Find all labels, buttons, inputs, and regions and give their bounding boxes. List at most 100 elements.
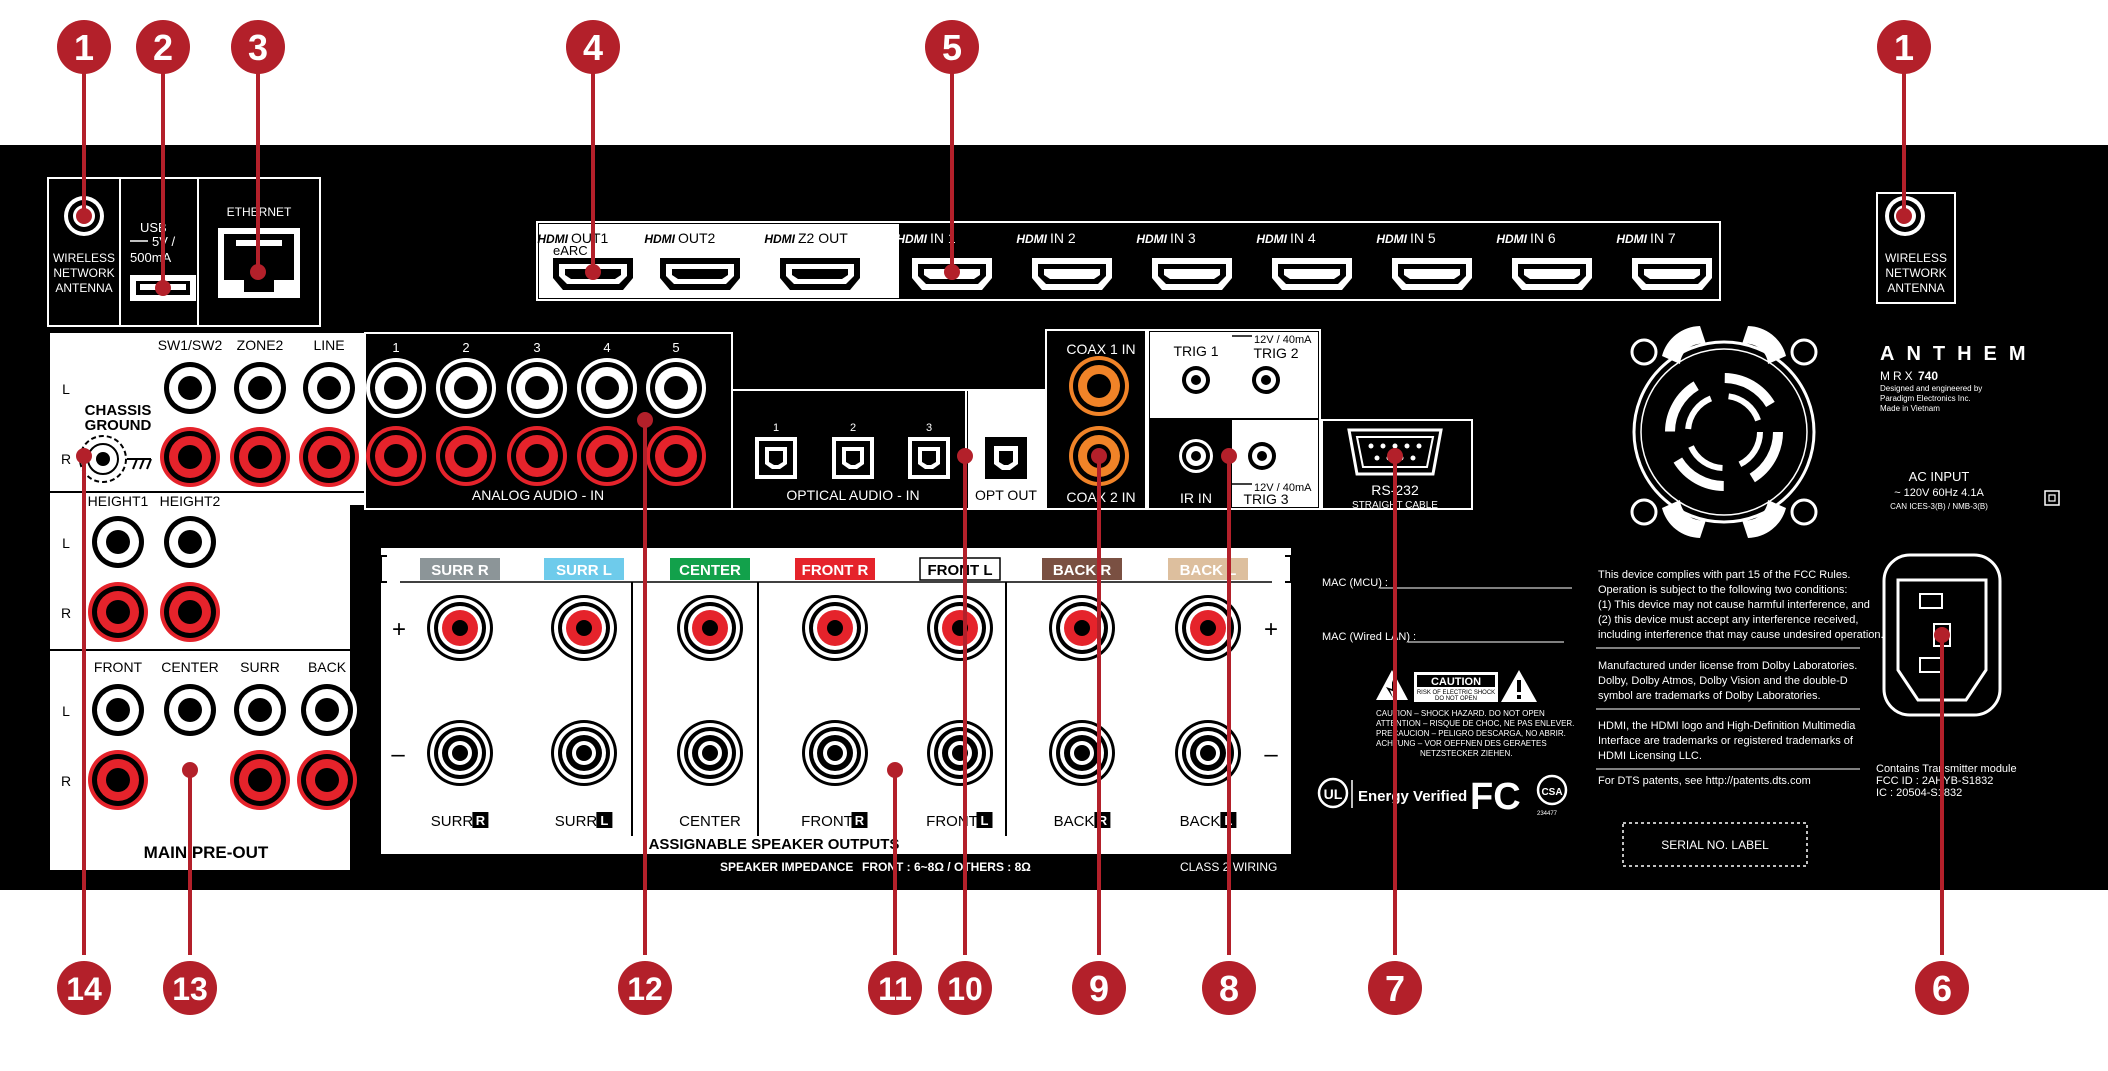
- callout-badge-7: 7: [1368, 961, 1422, 1015]
- speaker-header-1: SURR R: [420, 558, 500, 580]
- ac-input-ces: CAN ICES-3(B) / NMB-3(B): [1890, 502, 1988, 511]
- coax1-label: COAX 1 IN: [1066, 341, 1135, 357]
- speaker-header-label: SURR R: [431, 562, 489, 579]
- hdmi-logo-text: HDMI: [764, 232, 795, 246]
- hdmi-notice-line-1: HDMI, the HDMI logo and High-Definition …: [1598, 720, 1856, 732]
- caution-sub-1: RISK OF ELECTRIC SHOCK: [1417, 690, 1495, 696]
- hdmi-connector: [1392, 258, 1472, 290]
- transmitter-line-3: IC : 20504-S1832: [1876, 787, 1962, 799]
- fan-vent-icon: [1630, 326, 1818, 538]
- speaker-channel-name: SURR: [555, 813, 598, 830]
- serial-label-box: [1622, 822, 1808, 867]
- callout-badge-6: 6: [1915, 961, 1969, 1015]
- hdmi-logo-text: HDMI: [896, 232, 927, 246]
- csa-logo-icon: [1536, 774, 1568, 806]
- optical-in-number: 2: [850, 422, 856, 434]
- ac-input-spec: ~ 120V 60Hz 4.1A: [1894, 487, 1984, 499]
- ac-input-title: AC INPUT: [1909, 469, 1970, 484]
- height-row-r: R: [61, 605, 71, 621]
- svg-text:8: 8: [1219, 968, 1239, 1009]
- trig1-label: TRIG 1: [1173, 343, 1218, 359]
- callout-badge-12: 12: [618, 961, 672, 1015]
- analog-in-number: 1: [392, 340, 399, 355]
- trig-spec-top: 12V / 40mA: [1254, 334, 1312, 346]
- caution-line-5: NETZSTECKER ZIEHEN.: [1420, 749, 1512, 758]
- caution-line-4: ACHTUNG – VOR OEFFNEN DES GERAETES: [1376, 739, 1547, 748]
- caution-sub-2: DO NOT OPEN: [1435, 696, 1477, 702]
- csa-logo-text: CSA: [1541, 787, 1562, 798]
- callout-badge-1a: 1: [57, 20, 111, 74]
- hdmi-logo-text: HDMI: [1616, 232, 1647, 246]
- speaker-post-plus-2: [551, 595, 617, 661]
- hdmi-logo-text: HDMI: [1496, 232, 1527, 246]
- coax1-jack: [1069, 356, 1129, 416]
- dolby-line-2: Dolby, Dolby Atmos, Dolby Vision and the…: [1598, 675, 1848, 687]
- ul-logo-icon: [1317, 777, 1349, 809]
- dolby-line-1: Manufactured under license from Dolby La…: [1598, 660, 1857, 672]
- speaker-side-badge: [976, 812, 993, 828]
- hdmi-connector: [1512, 258, 1592, 290]
- hdmi-connector: [1032, 258, 1112, 290]
- height2-r-jack: [160, 582, 220, 642]
- hdmi-logo-text: HDMI: [1016, 232, 1047, 246]
- double-insulation-icon: [2044, 490, 2060, 506]
- callout-badge-8: 8: [1202, 961, 1256, 1015]
- analog-in-l-jack-2: [436, 358, 496, 418]
- speaker-header-label: FRONT L: [928, 562, 993, 579]
- callout-badge-11: 11: [868, 961, 922, 1015]
- speaker-channel-name: FRONT: [926, 813, 978, 830]
- rs232-port: [1347, 428, 1443, 476]
- callout-badge-4: 4: [566, 20, 620, 74]
- callout-badge-10: 10: [938, 961, 992, 1015]
- speaker-post-minus-5: [927, 720, 993, 786]
- speaker-side-badge: [472, 812, 489, 828]
- hdmi-logo-text: HDMI: [1136, 232, 1167, 246]
- hdmi-notice-line-3: HDMI Licensing LLC.: [1598, 750, 1702, 762]
- caution-line-1: CAUTION – SHOCK HAZARD. DO NOT OPEN: [1376, 709, 1545, 718]
- sub-col-label-1: SW1/SW2: [158, 337, 223, 353]
- speaker-post-minus-3: [677, 720, 743, 786]
- plus-right: +: [1264, 616, 1278, 643]
- hdmi-port-label: IN 2: [1050, 230, 1076, 246]
- speaker-post-plus-4: [802, 595, 868, 661]
- callout-leaders: [76, 70, 1950, 955]
- zone2-r-jack: [230, 427, 290, 487]
- height-row-l: L: [62, 535, 70, 551]
- speaker-channel-name: BACK: [1054, 813, 1095, 830]
- sub-col-label-3: LINE: [313, 337, 344, 353]
- antenna-left-line1: WIRELESS: [53, 251, 115, 265]
- speaker-side-letter: R: [855, 813, 865, 828]
- designed-line-3: Made in Vietnam: [1880, 404, 1940, 413]
- speaker-header-3: CENTER: [670, 558, 750, 580]
- speaker-post-minus-6: [1049, 720, 1115, 786]
- optical-in-port-1: [755, 437, 797, 479]
- serial-label-text: SERIAL NO. LABEL: [1661, 838, 1769, 852]
- speaker-channel-name: SURR: [431, 813, 474, 830]
- antenna-left-line2: NETWORK: [53, 266, 114, 280]
- svg-text:4: 4: [583, 27, 603, 68]
- hdmi-connector: [780, 258, 860, 290]
- speaker-panel: [381, 548, 1291, 854]
- svg-text:2: 2: [153, 27, 173, 68]
- sub-row-l: L: [62, 381, 70, 397]
- speaker-header-7: BACK L: [1168, 558, 1248, 580]
- optical-in-title: OPTICAL AUDIO - IN: [786, 487, 919, 503]
- analog-in-r-jack-1: [366, 426, 426, 486]
- fcc-line-1: This device complies with part 15 of the…: [1598, 569, 1851, 581]
- svg-text:7: 7: [1385, 968, 1405, 1009]
- caution-block: CAUTION RISK OF ELECTRIC SHOCK DO NOT OP…: [1376, 670, 1574, 758]
- fcc-line-4: (2) this device must accept any interfer…: [1598, 614, 1858, 626]
- caution-title: CAUTION: [1431, 676, 1481, 688]
- height-col-label-2: HEIGHT2: [160, 493, 221, 509]
- svg-text:5: 5: [942, 27, 962, 68]
- callout-badge-14: 14: [57, 961, 111, 1015]
- usb-spec-2: 500mA: [130, 250, 172, 265]
- designed-line-2: Paradigm Electronics Inc.: [1880, 394, 1971, 403]
- optical-in-number: 3: [926, 422, 932, 434]
- ir-in-jack: [1179, 439, 1213, 473]
- callout-badge-2: 2: [136, 20, 190, 74]
